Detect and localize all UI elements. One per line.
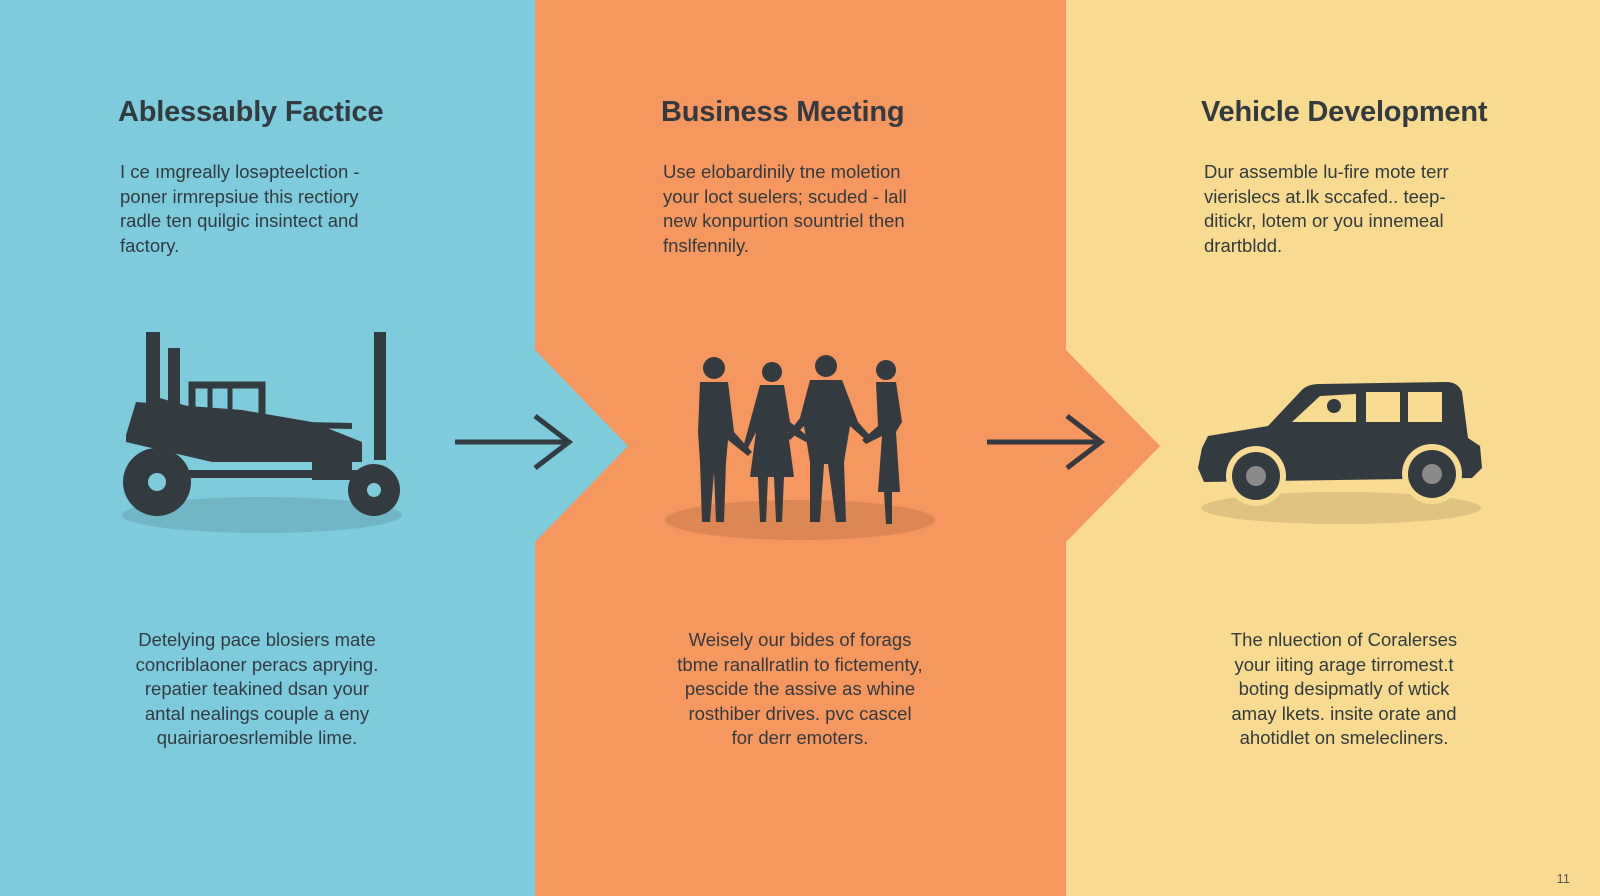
car-icon (1198, 382, 1482, 524)
people-group-icon (665, 355, 935, 540)
step-2-title: Business Meeting (661, 96, 905, 128)
step-3-title: Vehicle Development (1201, 96, 1488, 128)
tractor-icon (122, 332, 402, 533)
step-2-description: Use elobardinily tne moletion your loct … (663, 161, 907, 256)
arrow-right-icon (455, 414, 574, 470)
step-2-footer: Weisely our bides of forags tbme ranallr… (677, 629, 923, 748)
step-1-title: Ablessaıbly Factice (118, 96, 384, 128)
page-number: 11 (1556, 871, 1571, 886)
step-1-footer: Detelying pace blosiers mate concriblaon… (135, 629, 379, 748)
step-3-description: Dur assemble lu-fire mote terr vierislec… (1204, 161, 1449, 256)
step-1-description: I ce ımgreally losəpteelction - poner ir… (120, 161, 360, 256)
arrow-right-icon (987, 414, 1106, 470)
step-3-footer: The nluection of Coralerses your iiting … (1230, 629, 1458, 748)
